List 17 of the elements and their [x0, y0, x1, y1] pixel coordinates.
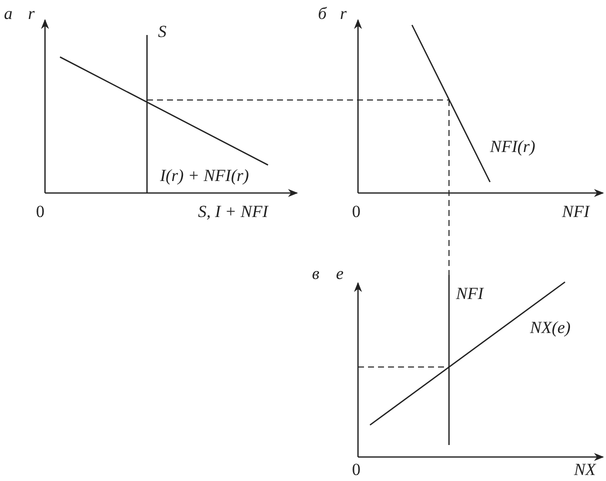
axis-label: r	[340, 4, 347, 24]
panel-letter: в	[312, 264, 320, 284]
curve-label: S	[158, 22, 166, 42]
axis-label: NFI	[562, 202, 590, 222]
curve-label: NFI(r)	[490, 137, 536, 157]
axis-label: r	[28, 4, 35, 24]
axis-label: e	[336, 264, 344, 284]
panel-letter: а	[4, 4, 12, 24]
axis-label: S, I + NFI	[198, 202, 268, 222]
origin-label: 0	[352, 202, 360, 222]
origin-label: 0	[36, 202, 44, 222]
curve-label: NX(e)	[530, 318, 571, 338]
curve-label: I(r) + NFI(r)	[160, 166, 249, 186]
axis-label: NX	[574, 460, 596, 480]
origin-label: 0	[352, 460, 360, 480]
panel-letter: б	[318, 4, 327, 24]
curve-label: NFI	[456, 284, 484, 304]
